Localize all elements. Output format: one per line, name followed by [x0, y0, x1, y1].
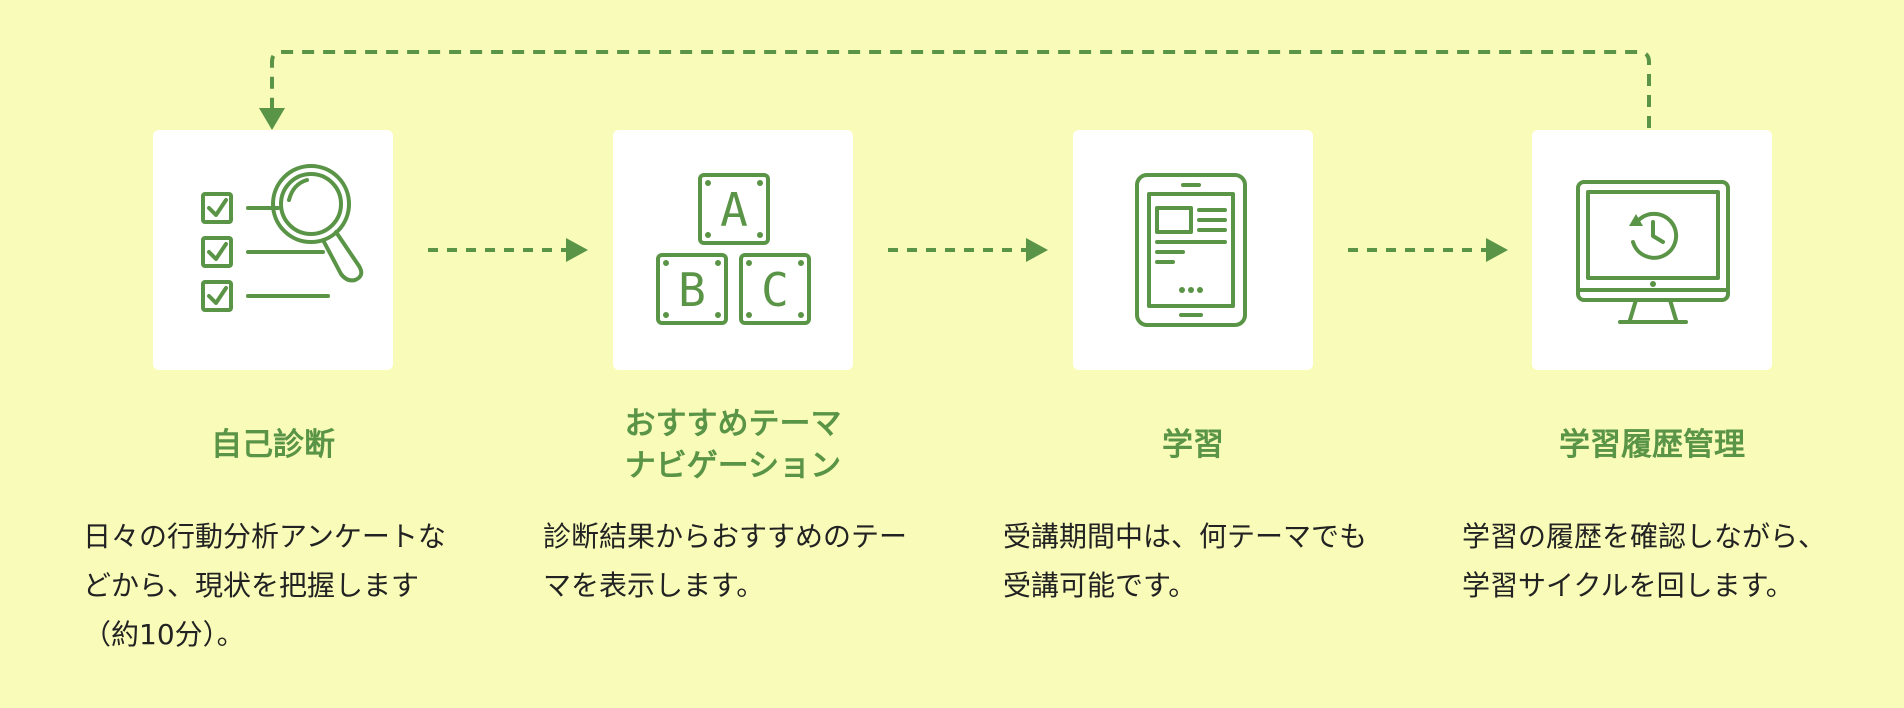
- arrow-right-icon: [428, 238, 588, 262]
- step-2-description: 診断結果からおすすめのテーマを表示します。: [543, 520, 908, 602]
- step-3-title: 学習: [1162, 427, 1224, 463]
- block-letter-c: C: [761, 263, 789, 317]
- tablet-icon: [1135, 173, 1247, 327]
- loop-arrowhead-icon: [259, 108, 285, 130]
- abc-blocks-icon: A B C: [656, 173, 811, 325]
- step-4-description: 学習の履歴を確認しながら、学習サイクルを回します。: [1462, 520, 1827, 602]
- step-4-icon-card: [1532, 130, 1772, 370]
- arrow-right-icon: [888, 238, 1048, 262]
- step-3-description: 受講期間中は、何テーマでも受講可能です。: [1003, 520, 1368, 602]
- step-1-title: 自己診断: [211, 427, 335, 463]
- block-letter-a: A: [720, 183, 748, 237]
- block-letter-b: B: [678, 263, 706, 317]
- monitor-history-icon: [1576, 180, 1730, 324]
- step-2-title: おすすめテーマ ナビゲーション: [624, 406, 842, 484]
- step-1-description: 日々の行動分析アンケートなどから、現状を把握します（約10分）。: [83, 520, 446, 651]
- checklist-search-icon: [201, 164, 364, 312]
- arrow-right-icon: [1348, 238, 1508, 262]
- step-3-icon-card: [1073, 130, 1313, 370]
- step-1-icon-card: [153, 130, 393, 370]
- step-4-title: 学習履歴管理: [1559, 427, 1745, 463]
- step-2-icon-card: A B C: [613, 130, 853, 370]
